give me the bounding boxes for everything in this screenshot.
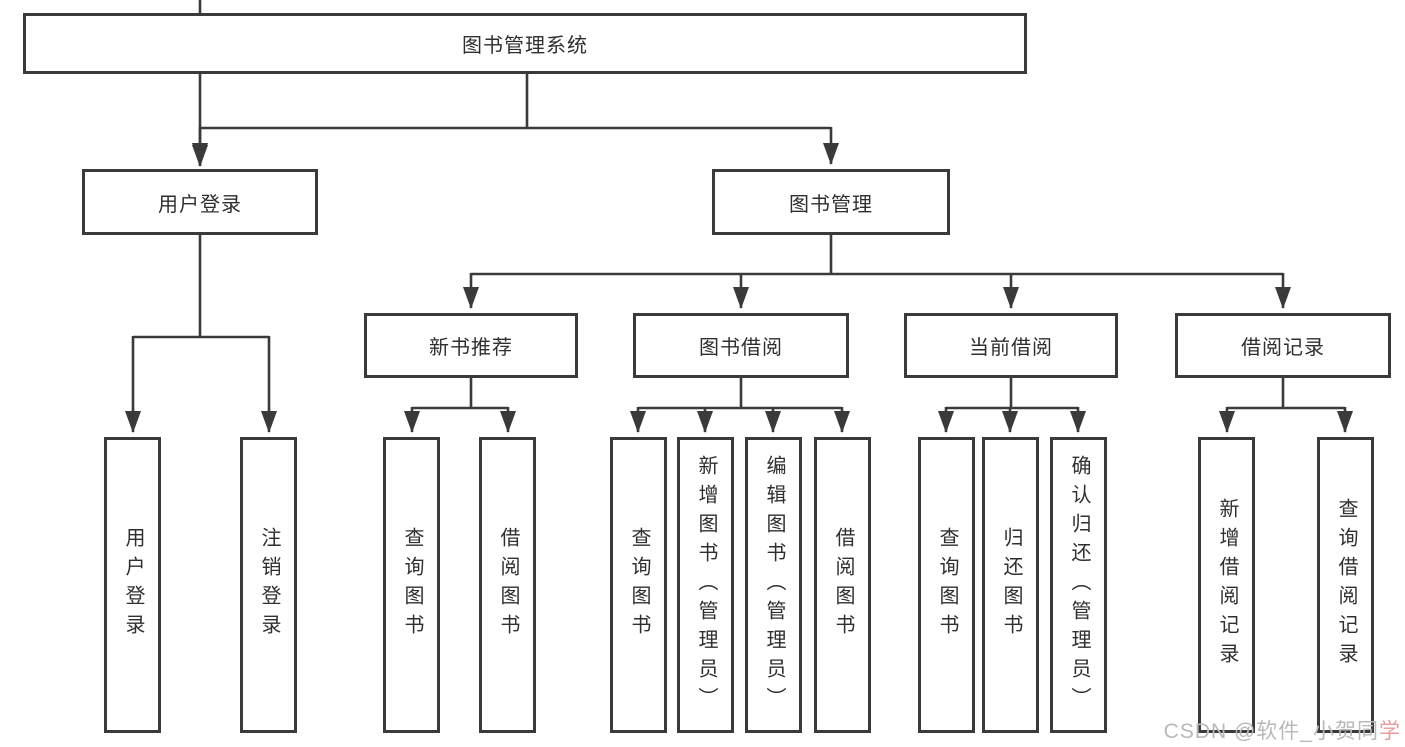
- node-book-borrowing: 图书借阅: [633, 313, 849, 378]
- node-book-management: 图书管理: [712, 169, 950, 235]
- node-leaf-add-borrow-record: 新增借阅记录: [1198, 437, 1255, 733]
- watermark: CSDN @软件_小贺同学: [1164, 715, 1401, 745]
- node-new-book-recommend: 新书推荐: [364, 313, 578, 378]
- node-root-label: 图书管理系统: [462, 35, 588, 57]
- node-borrowing-records-label: 借阅记录: [1241, 337, 1325, 359]
- node-current-borrowing: 当前借阅: [904, 313, 1118, 378]
- node-new-book-recommend-label: 新书推荐: [429, 337, 513, 359]
- node-leaf-add-books-admin: 新增图书（管理员）: [677, 437, 734, 733]
- node-leaf-return-books: 归还图书: [982, 437, 1039, 733]
- node-book-management-label: 图书管理: [789, 193, 873, 216]
- node-leaf-query-books-recommend: 查询图书: [383, 437, 440, 733]
- node-leaf-query-borrow-record: 查询借阅记录: [1317, 437, 1374, 733]
- node-leaf-query-books-current: 查询图书: [918, 437, 975, 733]
- node-borrowing-records: 借阅记录: [1175, 313, 1391, 378]
- node-root: 图书管理系统: [23, 13, 1027, 74]
- node-leaf-borrow-books-borrowing: 借阅图书: [814, 437, 871, 733]
- node-leaf-user-login: 用户登录: [104, 437, 161, 733]
- node-user-login: 用户登录: [82, 169, 318, 235]
- node-leaf-confirm-return-admin: 确认归还（管理员）: [1050, 437, 1107, 733]
- watermark-text: CSDN @软件_小贺同: [1163, 720, 1379, 743]
- node-current-borrowing-label: 当前借阅: [969, 337, 1053, 359]
- node-user-login-label: 用户登录: [158, 193, 242, 216]
- node-leaf-edit-books-admin: 编辑图书（管理员）: [745, 437, 802, 733]
- watermark-accent: 学: [1379, 720, 1401, 743]
- node-leaf-logout: 注销登录: [240, 437, 297, 733]
- node-leaf-borrow-books-recommend: 借阅图书: [479, 437, 536, 733]
- node-book-borrowing-label: 图书借阅: [699, 337, 783, 359]
- node-leaf-query-books-borrowing: 查询图书: [610, 437, 667, 733]
